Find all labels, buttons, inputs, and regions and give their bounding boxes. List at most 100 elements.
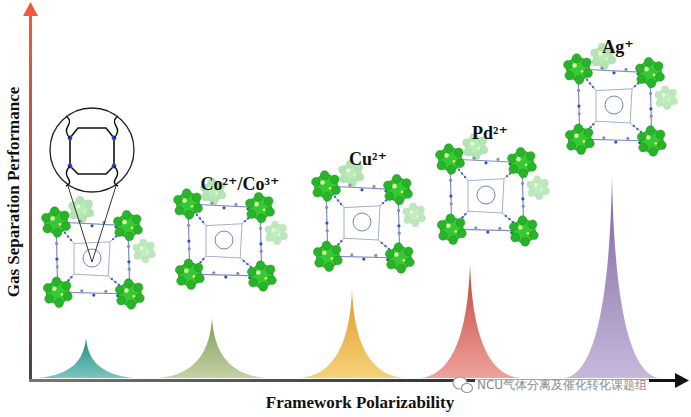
- linker-atom: [210, 202, 213, 205]
- linker-atom: [589, 126, 591, 128]
- linker-atom: [650, 115, 653, 118]
- cluster-lobe: [528, 190, 535, 197]
- cluster-lobe: [646, 126, 655, 135]
- metal-cluster: [655, 86, 678, 110]
- cluster-lobe: [211, 197, 219, 205]
- cluster-highlight: [322, 250, 327, 255]
- metal-cluster: [312, 171, 341, 201]
- cluster-lobe: [457, 229, 466, 238]
- cluster-lobe: [404, 217, 411, 224]
- cluster-lobe: [516, 147, 525, 156]
- cluster-lobe: [340, 175, 348, 183]
- cluster-lobe: [656, 130, 665, 139]
- linker-atom: [80, 289, 83, 292]
- cluster-atom: [653, 74, 656, 77]
- cluster-lobe: [320, 171, 329, 180]
- cluster-lobe: [518, 216, 527, 225]
- linker-line: [596, 91, 597, 122]
- linker-line: [206, 224, 242, 226]
- cluster-atom: [668, 99, 670, 101]
- metal-cluster: [43, 277, 72, 307]
- cluster-lobe: [63, 292, 72, 301]
- cluster-lobe: [195, 274, 204, 283]
- linker-atom: [202, 258, 204, 260]
- cluster-lobe: [449, 236, 458, 245]
- linker-atom: [67, 235, 69, 237]
- linker-atom: [614, 141, 617, 144]
- cluster-atom: [654, 142, 657, 145]
- cluster-lobe: [45, 294, 54, 303]
- cluster-lobe: [402, 179, 411, 188]
- cluster-lobe: [387, 260, 396, 269]
- peak-shape: [564, 176, 660, 378]
- cluster-highlight: [184, 268, 189, 273]
- cluster-lobe: [385, 192, 394, 201]
- cluster-lobe: [264, 197, 273, 206]
- cluster-lobe: [265, 226, 272, 233]
- cluster-lobe: [584, 69, 593, 78]
- axes: [23, 2, 689, 388]
- linker-atom: [350, 253, 353, 256]
- linker-atom: [348, 184, 351, 187]
- cluster-lobe: [62, 281, 71, 290]
- macrocycle-core: [605, 96, 623, 114]
- linker-line: [596, 121, 630, 123]
- cluster-lobe: [664, 103, 671, 110]
- metal-cluster: [174, 189, 203, 219]
- linker-atom: [384, 245, 386, 247]
- cluster-lobe: [148, 242, 155, 249]
- cluster-lobe: [140, 239, 147, 246]
- cluster-lobe: [257, 214, 266, 223]
- metal-cluster: [246, 192, 275, 222]
- cluster-highlight: [394, 252, 399, 257]
- cluster-lobe: [404, 189, 413, 198]
- metal-label: Cu²⁺: [349, 150, 387, 170]
- cluster-lobe: [52, 277, 61, 286]
- linker-atom: [104, 290, 107, 293]
- cage-linkers: [325, 184, 401, 262]
- linker-atom: [464, 213, 466, 215]
- cluster-atom: [416, 216, 418, 218]
- cluster-lobe: [404, 247, 413, 256]
- cluster-atom: [131, 227, 134, 230]
- side-chain: [114, 166, 118, 186]
- cluster-lobe: [670, 89, 677, 96]
- cluster-highlight: [182, 198, 187, 203]
- cluster-lobe: [313, 248, 322, 257]
- cluster-highlight: [392, 184, 397, 189]
- cluster-highlight: [256, 270, 261, 275]
- cluster-lobe: [536, 193, 543, 200]
- linker-atom: [199, 217, 201, 219]
- cluster-lobe: [528, 162, 537, 171]
- cluster-lobe: [565, 131, 574, 140]
- cluster-lobe: [473, 152, 481, 160]
- cluster-lobe: [395, 196, 404, 205]
- zoom-lines: [68, 186, 116, 262]
- linker-atom: [522, 205, 525, 208]
- cluster-atom: [59, 223, 62, 226]
- cluster-lobe: [565, 71, 574, 80]
- linker-atom: [56, 265, 59, 268]
- cluster-lobe: [575, 75, 584, 84]
- linker-atom: [55, 242, 58, 245]
- cluster-atom: [606, 57, 608, 59]
- cluster-lobe: [115, 285, 124, 294]
- framework-model: [564, 43, 678, 156]
- metal-label: Ag⁺: [602, 38, 634, 58]
- cluster-lobe: [385, 249, 394, 258]
- cluster-atom: [540, 189, 542, 191]
- cluster-lobe: [194, 204, 203, 213]
- cluster-lobe: [410, 203, 417, 210]
- cluster-lobe: [60, 211, 69, 220]
- metal-cluster: [114, 210, 143, 240]
- cluster-lobe: [419, 215, 426, 222]
- linker-atom: [222, 206, 225, 209]
- cluster-lobe: [454, 148, 463, 157]
- linker-atom: [260, 250, 263, 253]
- cluster-atom: [192, 275, 195, 278]
- cluster-lobe: [177, 276, 186, 285]
- cluster-atom: [478, 147, 480, 149]
- cluster-lobe: [185, 210, 194, 219]
- macrocycle-core: [215, 231, 233, 249]
